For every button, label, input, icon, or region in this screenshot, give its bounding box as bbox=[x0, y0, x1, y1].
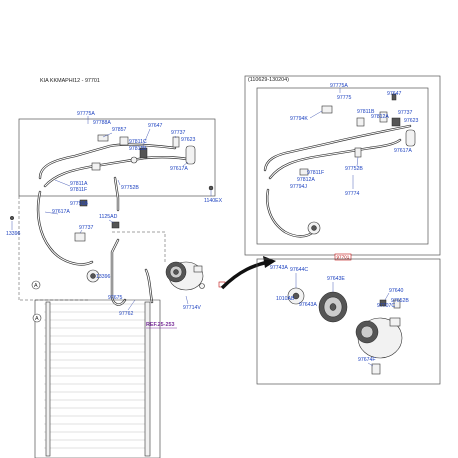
condenser bbox=[34, 299, 161, 458]
part-label[interactable]: 97652B bbox=[391, 298, 409, 304]
part-label[interactable]: 97737 bbox=[171, 130, 186, 136]
part-label[interactable]: 97857 bbox=[112, 127, 127, 133]
compressor-left bbox=[165, 261, 205, 291]
part-label[interactable]: 97674F bbox=[358, 357, 376, 363]
part-label[interactable]: 97675 bbox=[108, 295, 123, 301]
part-label[interactable]: 97643A bbox=[299, 302, 317, 308]
part-label[interactable]: 13396 bbox=[6, 231, 21, 237]
assembly-tag-label[interactable]: 97701 bbox=[337, 255, 350, 260]
part-label[interactable]: 97796B bbox=[70, 201, 88, 207]
svg-text:A: A bbox=[35, 316, 39, 322]
part-label[interactable]: 97752B bbox=[121, 185, 139, 191]
part-label[interactable]: 97775 bbox=[337, 95, 352, 101]
part-label[interactable]: 97812A bbox=[371, 114, 389, 120]
part-label[interactable]: 97794K bbox=[290, 116, 308, 122]
part-label[interactable]: 97811B bbox=[129, 146, 147, 152]
part-label[interactable]: 97640 bbox=[389, 288, 404, 294]
compressor-detail-frame bbox=[256, 258, 441, 385]
compressor-part-labels: 97743A 97644C 1010AB 97643E 97643A 97640… bbox=[270, 265, 409, 367]
part-label[interactable]: 97762 bbox=[119, 311, 134, 317]
part-label[interactable]: 97811F bbox=[70, 187, 87, 193]
part-label[interactable]: 97623 bbox=[181, 137, 196, 143]
part-label[interactable]: 97743A bbox=[270, 265, 288, 271]
part-label[interactable]: 97752B bbox=[345, 166, 363, 172]
part-label[interactable]: 97617A bbox=[52, 209, 70, 215]
part-label[interactable]: 97812A bbox=[297, 177, 315, 183]
part-label[interactable]: 97617A bbox=[394, 148, 412, 154]
part-label[interactable]: 97775A bbox=[330, 83, 348, 89]
part-label[interactable]: 97623 bbox=[404, 118, 419, 124]
part-label[interactable]: 1140EX bbox=[204, 198, 223, 204]
callout-a-left-top: A bbox=[31, 280, 41, 290]
part-label[interactable]: 97811B bbox=[357, 109, 375, 115]
part-label[interactable]: 97811C bbox=[129, 139, 147, 145]
part-label[interactable]: 97794J bbox=[290, 184, 307, 190]
compressor-detail bbox=[287, 287, 403, 375]
callout-a-left-bottom: A bbox=[32, 313, 42, 323]
date-range: (110629-130204) bbox=[248, 77, 289, 83]
left-part-labels: 97775A 97788A 97857 97647 97737 97623 97… bbox=[6, 111, 223, 317]
right-pipe-assembly bbox=[263, 93, 416, 238]
detail-arrow bbox=[220, 260, 269, 290]
part-label[interactable]: 97737 bbox=[398, 110, 413, 116]
svg-text:A: A bbox=[34, 283, 38, 289]
right-assembly-frame bbox=[244, 75, 441, 256]
assembly-tag bbox=[334, 253, 352, 261]
part-label[interactable]: 97774 bbox=[345, 191, 360, 197]
part-label[interactable]: 97647 bbox=[387, 91, 402, 97]
diagram-title: KIA KKMAPHI12 - 97701 bbox=[40, 78, 100, 84]
part-label[interactable]: 97643E bbox=[327, 276, 345, 282]
right-part-labels: 97775A 97775 97647 97811B 97812A 97737 9… bbox=[290, 83, 419, 197]
part-label[interactable]: 97644C bbox=[290, 267, 308, 273]
part-label[interactable]: 97647 bbox=[148, 123, 163, 129]
part-label[interactable]: 97788A bbox=[93, 120, 111, 126]
left-pipe-assembly bbox=[9, 134, 214, 306]
part-label[interactable]: 1010AB bbox=[276, 296, 295, 302]
part-label[interactable]: 97707C bbox=[377, 303, 395, 309]
part-label[interactable]: 97737 bbox=[79, 225, 94, 231]
ref-link[interactable]: REF.25-253 bbox=[146, 322, 174, 328]
part-label[interactable]: 13396 bbox=[96, 274, 111, 280]
part-label[interactable]: 97714V bbox=[183, 305, 201, 311]
right-inner-frame bbox=[256, 87, 429, 245]
part-label[interactable]: 1125AD bbox=[99, 214, 118, 220]
part-label[interactable]: 97811F bbox=[307, 170, 324, 176]
part-label[interactable]: 97617A bbox=[170, 166, 188, 172]
part-label[interactable]: 97775A bbox=[77, 111, 95, 117]
part-label[interactable]: 97811A bbox=[70, 181, 88, 187]
